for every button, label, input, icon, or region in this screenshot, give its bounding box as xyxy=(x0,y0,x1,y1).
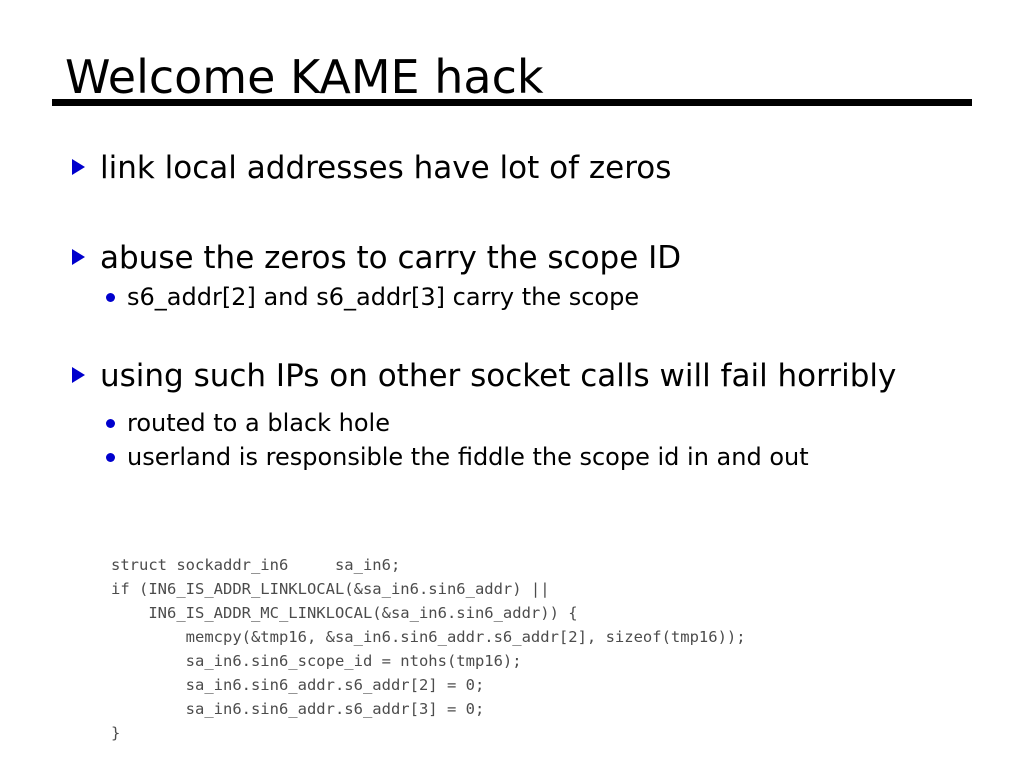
title-underline-rule xyxy=(52,99,972,106)
page-title: Welcome KAME hack xyxy=(65,50,544,104)
triangle-bullet-icon xyxy=(72,354,100,383)
spacer xyxy=(72,190,1002,236)
bullet-item-3: using such IPs on other socket calls wil… xyxy=(72,354,1002,398)
sub-bullet-item-1: s6_addr[2] and s6_addr[3] carry the scop… xyxy=(72,280,1002,314)
dot-bullet-icon xyxy=(106,440,127,462)
bullet-text: abuse the zeros to carry the scope ID xyxy=(100,240,682,276)
bullet-item-2: abuse the zeros to carry the scope ID xyxy=(72,236,1002,280)
slide-title-block: Welcome KAME hack xyxy=(52,52,972,102)
sub-bullet-text: userland is responsible the fiddle the s… xyxy=(127,443,809,471)
triangle-bullet-icon xyxy=(72,146,100,175)
bullet-item-1: link local addresses have lot of zeros xyxy=(72,146,1002,190)
bullet-text: using such IPs on other socket calls wil… xyxy=(100,358,897,394)
sub-bullet-text: s6_addr[2] and s6_addr[3] carry the scop… xyxy=(127,283,640,311)
triangle-bullet-icon xyxy=(72,236,100,265)
spacer xyxy=(72,398,1002,406)
slide-body: link local addresses have lot of zeros a… xyxy=(72,146,1002,474)
sub-bullet-item-3: userland is responsible the fiddle the s… xyxy=(72,440,1002,474)
dot-bullet-icon xyxy=(106,406,127,428)
code-snippet: struct sockaddr_in6 sa_in6; if (IN6_IS_A… xyxy=(111,556,746,742)
sub-bullet-item-2: routed to a black hole xyxy=(72,406,1002,440)
dot-bullet-icon xyxy=(106,280,127,302)
bullet-text: link local addresses have lot of zeros xyxy=(100,150,672,186)
spacer xyxy=(72,314,1002,354)
sub-bullet-text: routed to a black hole xyxy=(127,409,390,437)
